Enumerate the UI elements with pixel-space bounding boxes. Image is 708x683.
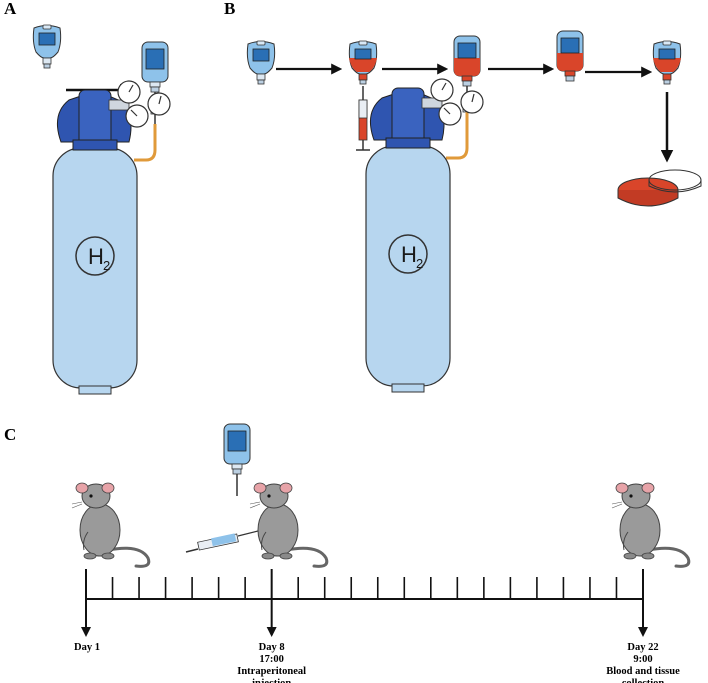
blood-mix-pouch-final (652, 40, 682, 85)
blood-mix-bottle-sealed (556, 30, 584, 82)
h2-symbol: H (401, 242, 417, 267)
rat-day-22 (610, 481, 691, 568)
saline-bottle (141, 41, 169, 93)
h2-subscript: 2 (416, 256, 423, 271)
timeline-label-line: Blood and tissue (606, 666, 680, 677)
h2-rich-saline-pouch (32, 24, 62, 69)
timeline-label-line: Day 1 (74, 642, 100, 653)
h2-rich-saline-pouch (246, 40, 276, 85)
timeline-label-line: 17:00 (259, 654, 284, 665)
rat-day-8 (248, 481, 329, 568)
timeline-label-line: injection (252, 678, 291, 683)
panel-label-b: B (224, 0, 235, 18)
gas-hose (134, 124, 157, 162)
h2-gas-cylinder (365, 78, 484, 393)
timeline-label-line: Day 8 (259, 642, 285, 653)
petri-dish (617, 169, 702, 207)
timeline-label-day-1: Day 1 (74, 642, 100, 653)
h2-symbol: H (88, 244, 104, 269)
panel-label-c: C (4, 425, 16, 444)
gas-hose (446, 112, 469, 160)
syringe (356, 99, 370, 151)
timeline-label-line: Intraperitoneal (237, 666, 306, 677)
h2-gas-cylinder (52, 80, 171, 395)
saline-bottle (223, 423, 251, 475)
panel-label-a: A (4, 0, 17, 18)
timeline-label-line: 9:00 (633, 654, 652, 665)
h2-subscript: 2 (103, 258, 110, 273)
panel-b: H 2 (246, 30, 702, 393)
panel-a: H 2 (32, 24, 171, 395)
injection-syringe (185, 529, 263, 553)
timeline-label-line: Day 22 (627, 642, 658, 653)
rat-day-1 (70, 481, 151, 568)
timeline-label-day-8: Day 817:00Intraperitonealinjection (237, 642, 306, 683)
blood-mix-pouch (348, 40, 378, 85)
timeline-label-line: collection (622, 678, 665, 683)
blood-mix-bottle (453, 35, 481, 87)
